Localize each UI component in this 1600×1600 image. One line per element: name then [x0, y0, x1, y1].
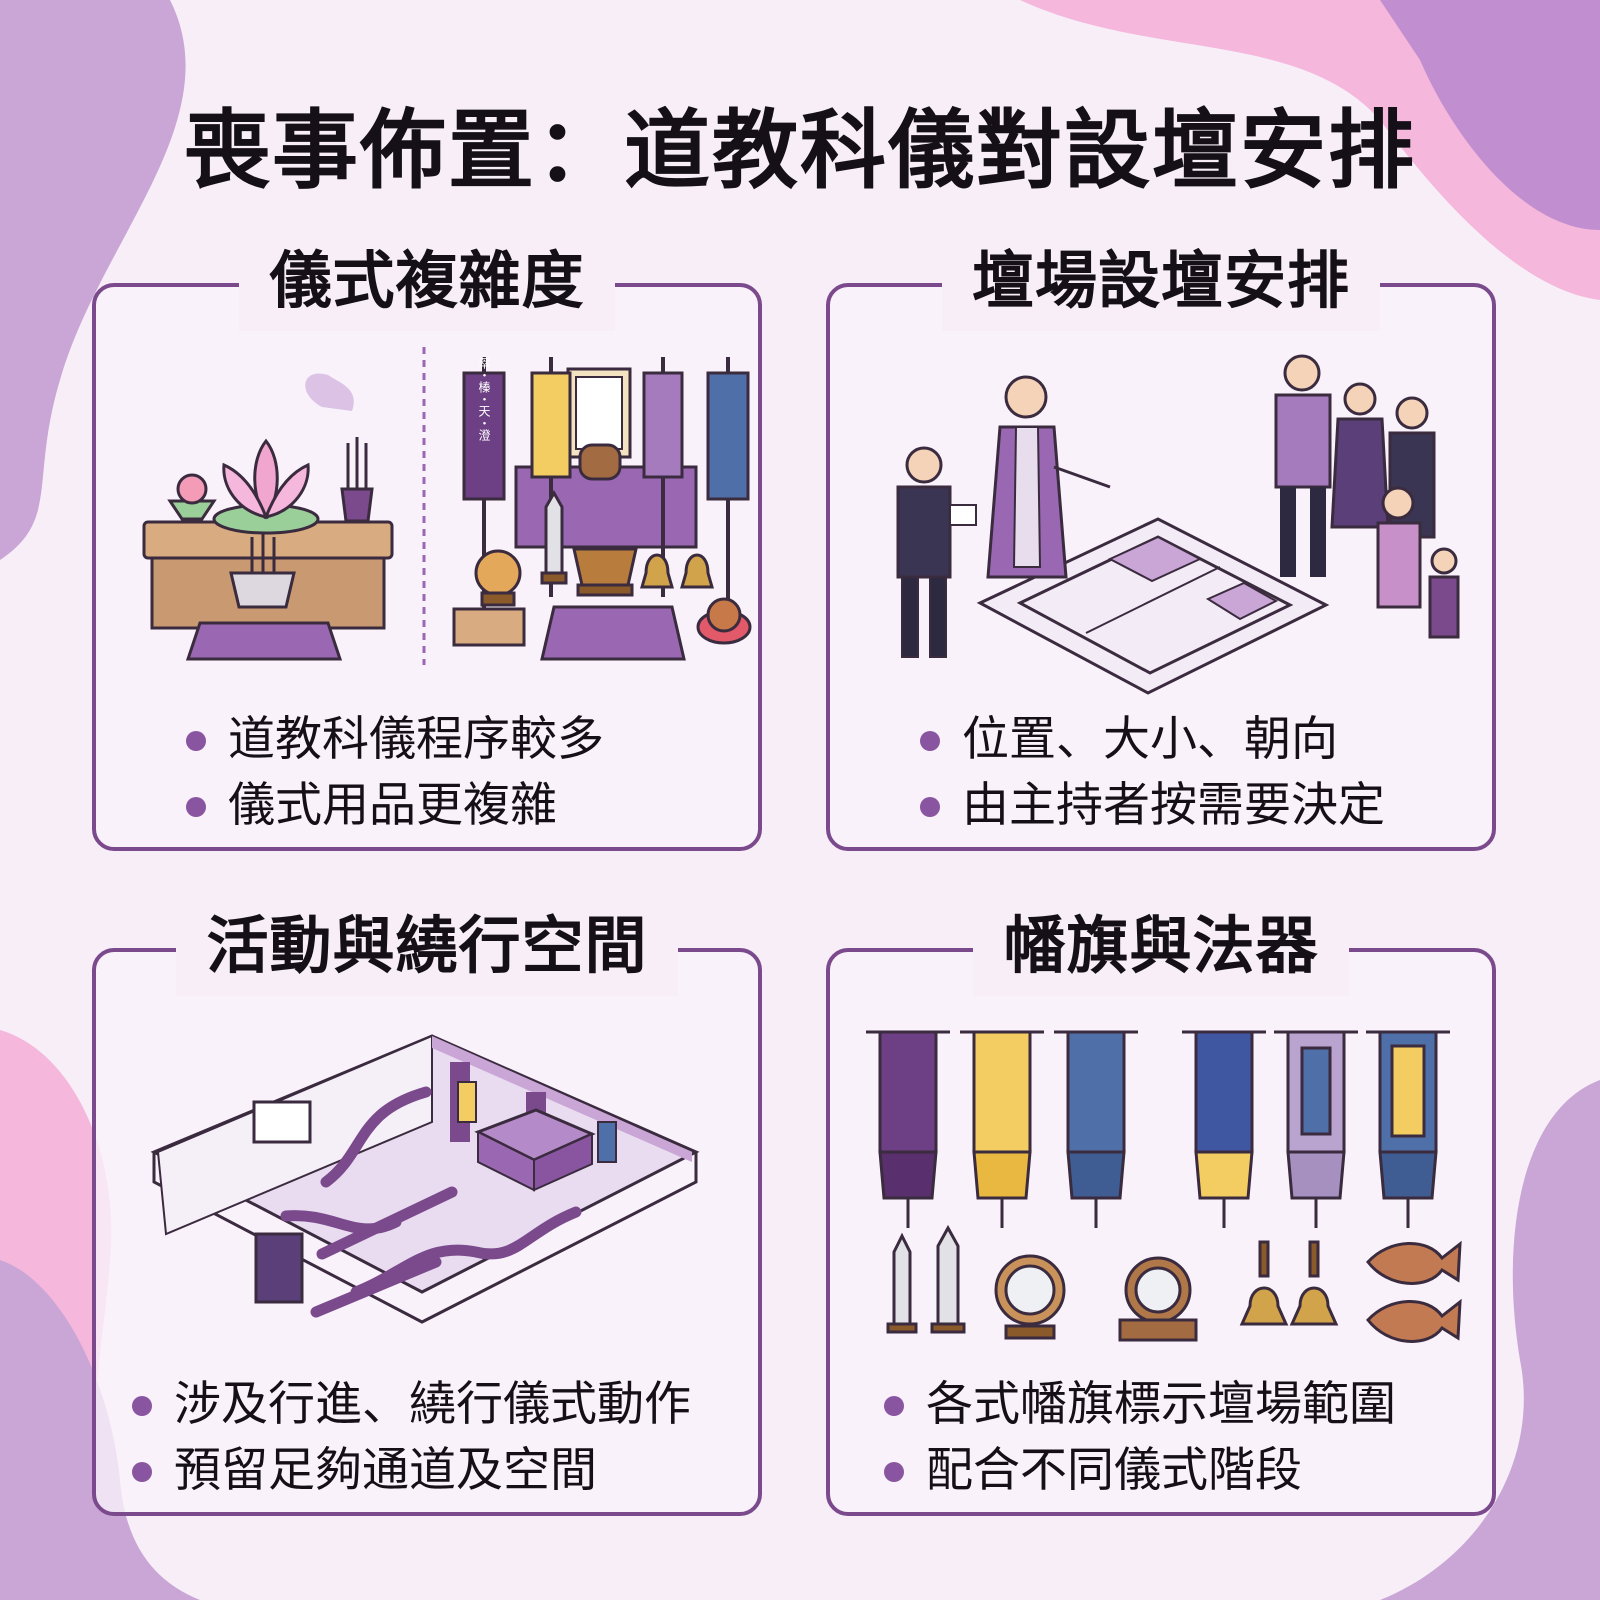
floor-plan-icon	[976, 517, 1330, 695]
bullet-item: 儀式用品更複雜	[186, 773, 604, 839]
bullet-item: 預留足夠通道及空間	[132, 1438, 691, 1504]
mirror-icon	[994, 1254, 1198, 1342]
family-icon	[1274, 354, 1460, 639]
bullet-item: 由主持者按需要決定	[920, 773, 1385, 839]
bullet-list: 位置、大小、朝向 由主持者按需要決定	[920, 707, 1385, 839]
panel-ritual-complexity: 儀式複雜度	[92, 231, 762, 851]
panel-altar-setup: 壇場設壇安排	[826, 231, 1496, 851]
svg-text:萃・榛・天・澄: 萃・榛・天・澄	[477, 357, 491, 441]
mirror-icon	[474, 549, 522, 607]
banners-illustration	[866, 1030, 1462, 1343]
page-title: 喪事佈置：道教科儀對設壇安排	[184, 101, 1416, 201]
room-icon	[150, 1034, 700, 1324]
bullet-item: 各式幡旗標示壇場範圍	[884, 1372, 1396, 1438]
bullet-list: 涉及行進、繞行儀式動作 預留足夠通道及空間	[132, 1372, 691, 1504]
bullet-list: 道教科儀程序較多 儀式用品更複雜	[186, 707, 604, 839]
wooden-fish-icon	[696, 597, 752, 645]
panel-movement-space: 活動與繞行空間 涉及行進、繞行儀式動作 預留足夠通道及	[92, 896, 762, 1516]
bullet-item: 涉及行進、繞行儀式動作	[132, 1372, 691, 1438]
sword-icon	[540, 489, 568, 585]
bell-icon	[1239, 1240, 1339, 1326]
complexity-illustration: 萃・榛・天・澄	[142, 347, 752, 665]
sword-icon	[886, 1224, 966, 1334]
panel-banners-instruments: 幡旗與法器	[826, 896, 1496, 1516]
panel-heading: 壇場設壇安排	[830, 231, 1492, 331]
peach-offering-icon	[167, 473, 217, 521]
panel-heading: 儀式複雜度	[96, 231, 758, 331]
banner-icon	[866, 1030, 1450, 1228]
assistant-icon	[896, 446, 977, 658]
banner-icon: 萃・榛・天・澄	[462, 357, 750, 637]
bell-icon	[640, 553, 714, 589]
movement-illustration	[150, 1034, 700, 1324]
wooden-fish-icon	[1366, 1240, 1462, 1343]
incense-icon	[305, 373, 374, 523]
altar-setup-illustration	[896, 354, 1460, 695]
panel-heading: 活動與繞行空間	[96, 896, 758, 996]
lotus-icon	[212, 438, 320, 535]
offering-mat-icon	[452, 605, 686, 661]
bullet-list: 各式幡旗標示壇場範圍 配合不同儀式階段	[884, 1372, 1396, 1504]
censer-icon	[572, 547, 638, 597]
bullet-item: 道教科儀程序較多	[186, 707, 604, 773]
bullet-item: 配合不同儀式階段	[884, 1438, 1396, 1504]
arrow-icon	[280, 1086, 582, 1318]
room-altar-icon	[457, 1081, 617, 1192]
simple-altar-icon	[142, 520, 394, 661]
panel-heading: 幡旗與法器	[830, 896, 1492, 996]
bullet-item: 位置、大小、朝向	[920, 707, 1385, 773]
priest-icon	[986, 375, 1111, 579]
